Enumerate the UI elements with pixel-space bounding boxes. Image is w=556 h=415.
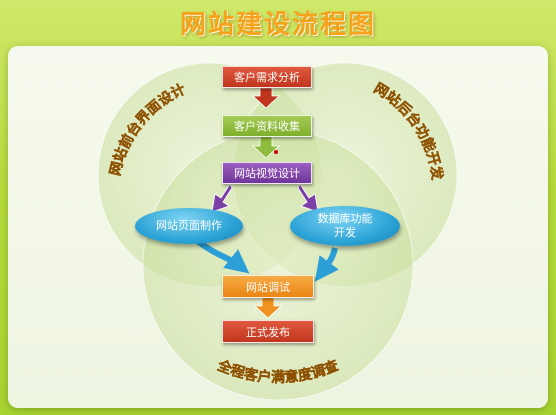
step-db-function-line1: 数据库功能	[317, 212, 373, 225]
step-visual-design: 网站视觉设计	[222, 162, 312, 184]
step-page-production: 网站页面制作	[135, 208, 243, 244]
arrow-purple-right	[297, 183, 319, 213]
step-db-function-line2: 开发	[334, 226, 356, 239]
step-db-function: 数据库功能 开发	[290, 206, 400, 246]
step-customer-needs: 客户需求分析	[222, 66, 312, 88]
arrow-down-orange	[253, 296, 283, 319]
step-site-testing: 网站调试	[222, 275, 314, 298]
cursor-dot	[274, 150, 278, 154]
page-title: 网站建设流程图	[179, 10, 376, 40]
arrow-purple-left	[211, 183, 233, 213]
step-release: 正式发布	[222, 320, 314, 343]
arrow-down-green	[251, 135, 281, 159]
step-collect-materials: 客户资料收集	[222, 115, 312, 137]
arrow-blue-right	[314, 247, 339, 282]
arrow-down-red	[251, 87, 281, 109]
